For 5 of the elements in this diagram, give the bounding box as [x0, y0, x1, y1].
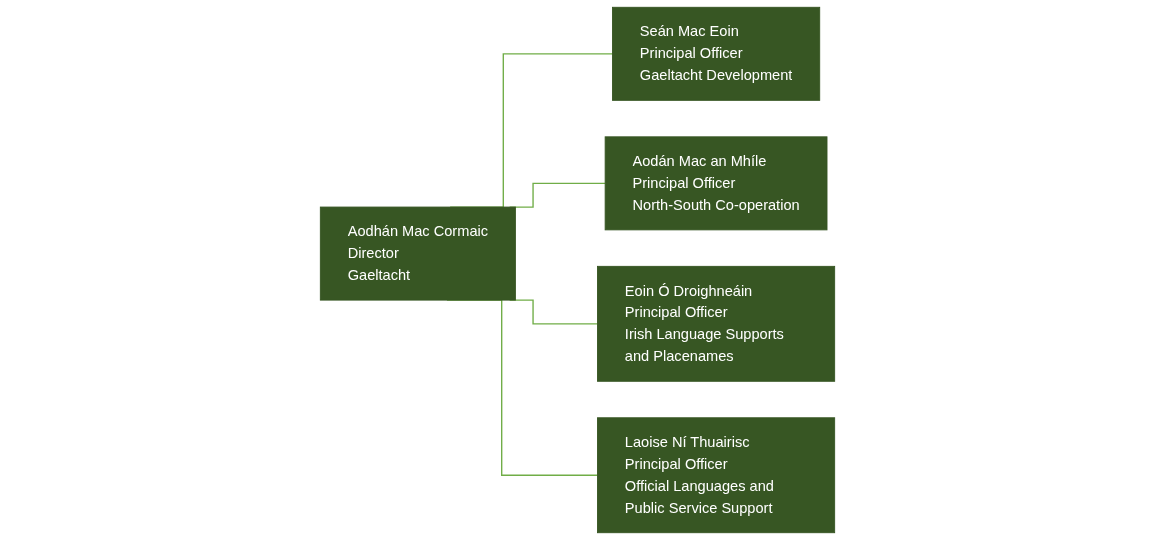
- node-box: [597, 265, 836, 382]
- node-box: [319, 206, 516, 301]
- node-box: [604, 136, 828, 231]
- node-box: [612, 6, 821, 101]
- node-box: [597, 417, 836, 534]
